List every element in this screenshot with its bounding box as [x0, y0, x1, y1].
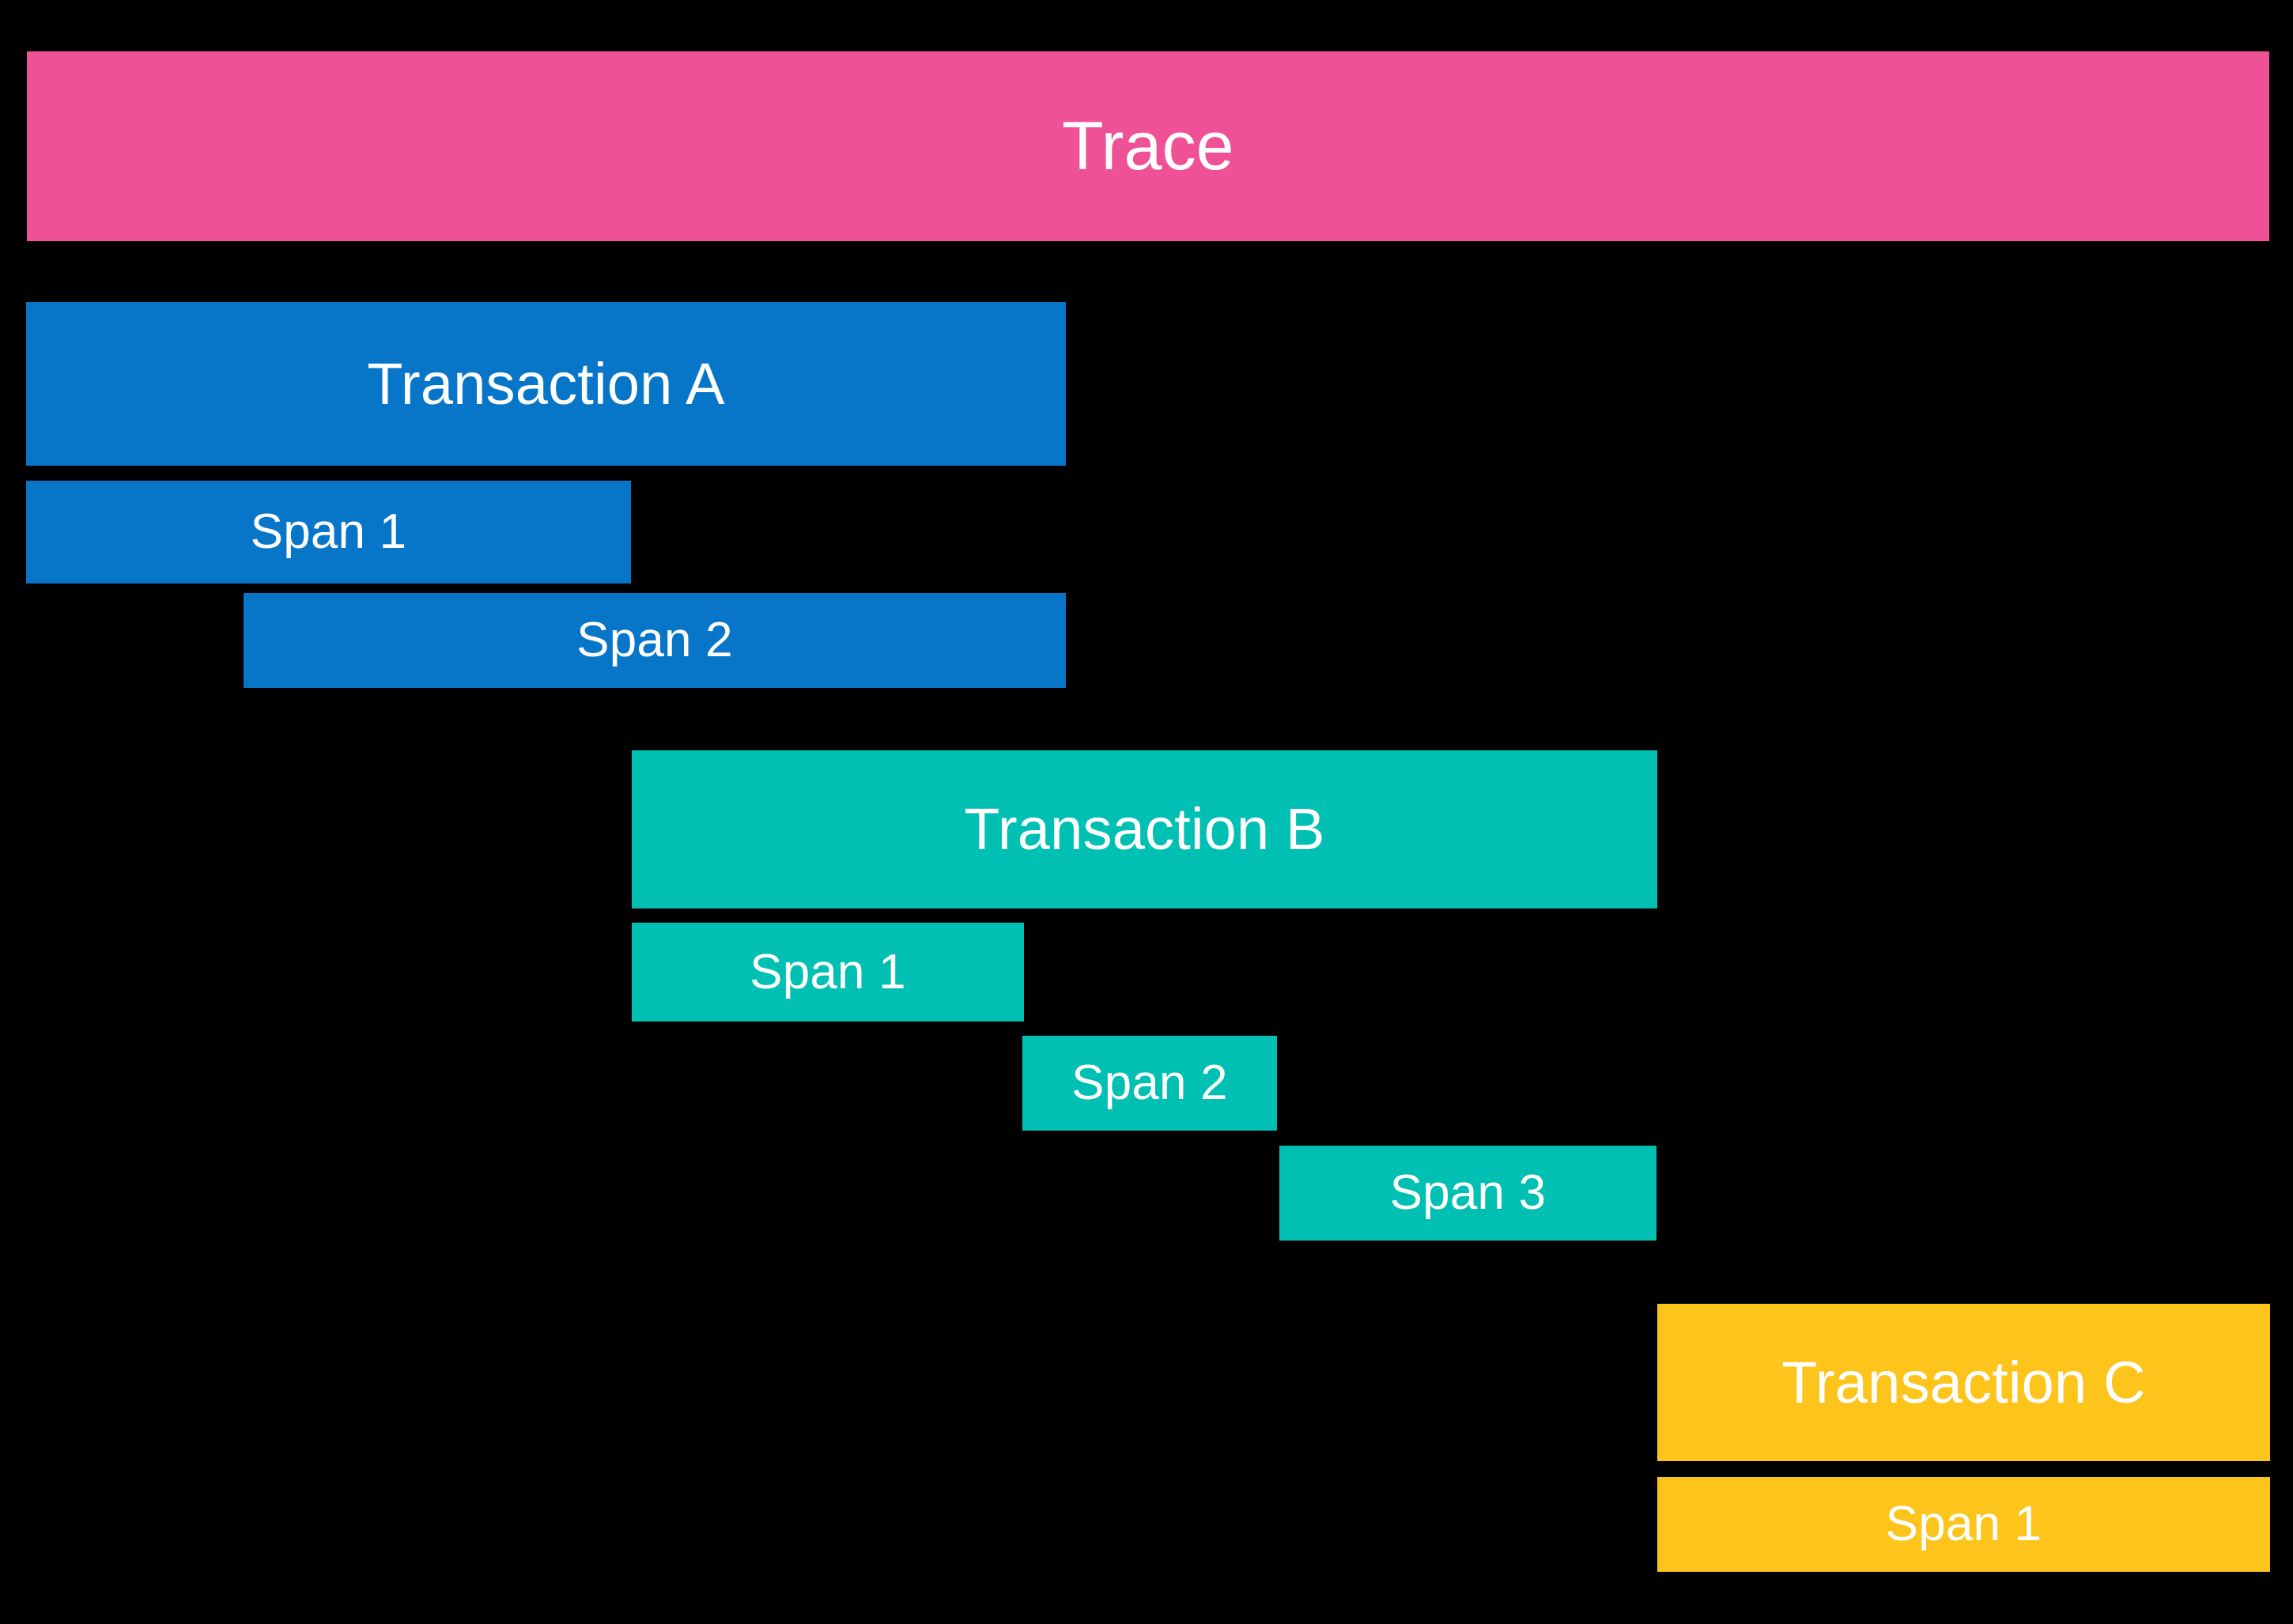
- bar-transaction-b-span-1[interactable]: Span 1: [632, 923, 1024, 1022]
- bar-label-transaction-c-span-1: Span 1: [1885, 1497, 2042, 1551]
- bar-transaction-a-span-2[interactable]: Span 2: [244, 593, 1066, 688]
- bar-transaction-a[interactable]: Transaction A: [26, 302, 1066, 466]
- bar-transaction-c-span-1[interactable]: Span 1: [1657, 1477, 2270, 1572]
- bar-label-transaction-b-span-2: Span 2: [1071, 1056, 1228, 1110]
- bar-label-trace: Trace: [1062, 108, 1234, 184]
- bar-label-transaction-b-span-1: Span 1: [750, 944, 906, 999]
- bar-label-transaction-b: Transaction B: [964, 796, 1325, 862]
- bar-trace[interactable]: Trace: [27, 51, 2269, 241]
- bar-transaction-c[interactable]: Transaction C: [1657, 1304, 2270, 1461]
- bar-label-transaction-c: Transaction C: [1781, 1349, 2146, 1415]
- bar-transaction-b[interactable]: Transaction B: [632, 750, 1657, 908]
- bar-label-transaction-b-span-3: Span 3: [1389, 1165, 1547, 1220]
- bar-transaction-b-span-3[interactable]: Span 3: [1279, 1146, 1656, 1241]
- bar-label-transaction-a-span-1: Span 1: [250, 504, 407, 559]
- bar-transaction-a-span-1[interactable]: Span 1: [26, 481, 631, 584]
- bar-label-transaction-a: Transaction A: [367, 350, 725, 417]
- bar-label-transaction-a-span-2: Span 2: [576, 613, 733, 667]
- bar-transaction-b-span-2[interactable]: Span 2: [1022, 1036, 1277, 1131]
